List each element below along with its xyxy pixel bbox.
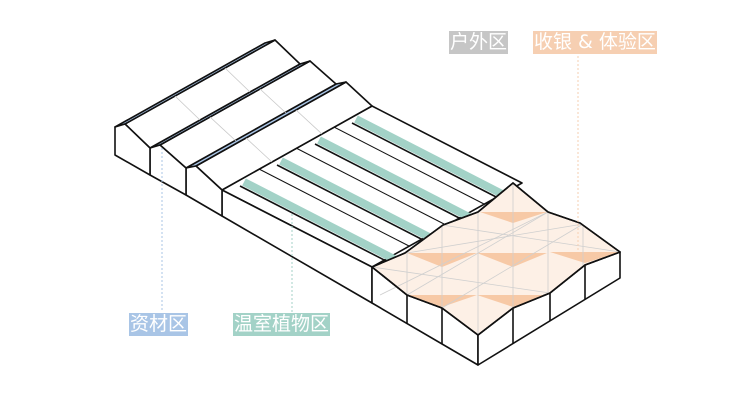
roof-grid-lines [371, 183, 621, 335]
roof-grid-lines [174, 67, 323, 163]
checkout-area-label: 收银 & 体验区 [533, 31, 657, 54]
greenhouse-section [221, 105, 523, 304]
checkout-section [371, 182, 621, 366]
material-area-label: 资材区 [129, 313, 189, 336]
greenhouse-area-label: 温室植物区 [233, 313, 331, 336]
greenhouse-roof-strips [239, 115, 508, 264]
outdoor-area-label: 户外区 [449, 31, 509, 54]
material-section [114, 39, 373, 217]
roof-shaded-triangles [407, 212, 620, 307]
